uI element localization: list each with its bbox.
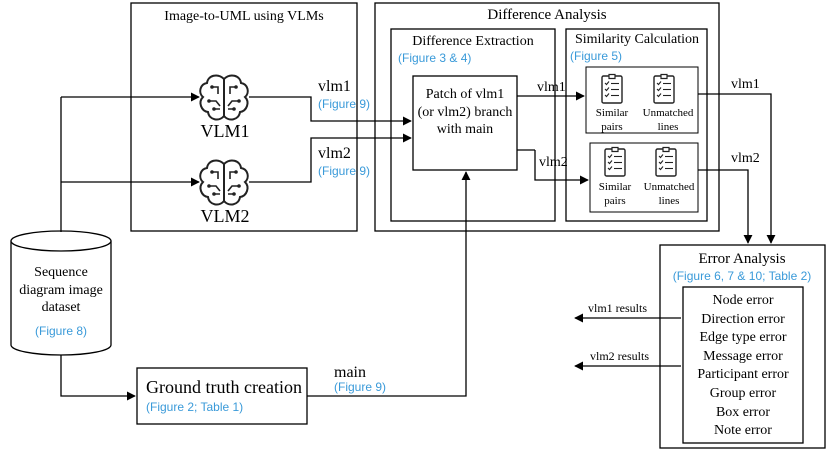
difference-analysis-title: Difference Analysis: [487, 7, 607, 23]
vlm2-edge-ref: (Figure 9): [318, 164, 371, 178]
dataset-cylinder-top: [10, 230, 112, 252]
difference-analysis-box: [374, 2, 720, 232]
arrow-similarity-error-vlm2: [698, 169, 753, 244]
patch-box: [412, 75, 518, 171]
arrow-similarity-error-vlm1: [698, 93, 776, 244]
similarity-vlm1-edge-label: vlm1: [731, 77, 760, 92]
difference-extraction-box: [390, 28, 556, 222]
arrow-vlm1-patch: [249, 96, 412, 126]
vlm2-label: VLM2: [200, 206, 250, 226]
checklist-icon: [655, 146, 677, 177]
difference-extraction-title: Difference Extraction: [412, 34, 534, 49]
vlm1-edge-ref: (Figure 9): [318, 97, 371, 111]
checklist-icon: [653, 73, 675, 104]
vlm2-edge-label: vlm2: [318, 145, 351, 162]
unmatched-lines-label: Unmatched lines: [642, 107, 694, 133]
error-item: Participant error: [697, 367, 789, 383]
difference-extraction-ref: (Figure 3 & 4): [398, 51, 472, 65]
error-item: Message error: [703, 348, 783, 364]
similarity-calculation-title: Similarity Calculation: [574, 32, 700, 47]
unmatched-lines-label: Unmatched lines: [643, 181, 695, 207]
brain-circuit-icon: [199, 159, 249, 206]
patch-vlm2-edge-label: vlm2: [539, 155, 568, 170]
ground-truth-ref: (Figure 2; Table 1): [146, 400, 244, 414]
error-item: Group error: [709, 385, 777, 401]
arrow-dataset-ground-truth: [60, 355, 136, 401]
vlm1-results-label: vlm1 results: [588, 301, 647, 315]
similar-pairs-label: Similar pairs: [595, 107, 629, 133]
similar-pairs-label: Similar pairs: [598, 181, 632, 207]
error-item: Direction error: [701, 311, 785, 327]
ground-truth-title: Ground truth creation: [146, 377, 302, 397]
arrow-patch-similarity-vlm2: [534, 170, 589, 185]
similarity-vlm2-edge-label: vlm2: [731, 151, 760, 166]
arrow-main-patch: [307, 171, 471, 397]
checklist-icon: [601, 73, 623, 104]
dataset-label: Sequence diagram image dataset: [19, 265, 103, 315]
patch-vlm1-edge-label: vlm1: [537, 80, 566, 95]
arrow-vlm2-patch: [249, 133, 412, 183]
dataset-cylinder: [10, 241, 112, 356]
vlm1-label: VLM1: [200, 121, 250, 141]
main-edge-ref: (Figure 9): [334, 380, 387, 394]
error-item: Box error: [715, 404, 771, 420]
vlm-box-title: Image-to-UML using VLMs: [164, 9, 324, 24]
brain-circuit-icon: [199, 74, 249, 121]
checklist-icon: [604, 146, 626, 177]
error-item: Edge type error: [699, 330, 787, 346]
similarity-calculation-box: [565, 28, 708, 222]
vlm2-results-label: vlm2 results: [590, 349, 649, 363]
vlm-box: [130, 2, 358, 232]
error-list-box: [682, 286, 804, 444]
similarity-vlm1-box: [585, 66, 699, 134]
similarity-vlm2-box: [589, 142, 699, 213]
similarity-calculation-ref: (Figure 5): [569, 49, 623, 63]
error-analysis-title: Error Analysis: [698, 251, 786, 267]
error-item: Note error: [714, 423, 772, 439]
error-item: Node error: [712, 293, 774, 308]
error-analysis-ref: (Figure 6, 7 & 10; Table 2): [672, 269, 812, 283]
patch-text: Patch of vlm1 (or vlm2) branch with main: [417, 87, 513, 137]
dataset-ref: (Figure 8): [34, 324, 88, 338]
main-edge-label: main: [334, 364, 366, 381]
error-analysis-box: [659, 244, 826, 449]
vlm1-edge-label: vlm1: [318, 78, 351, 95]
